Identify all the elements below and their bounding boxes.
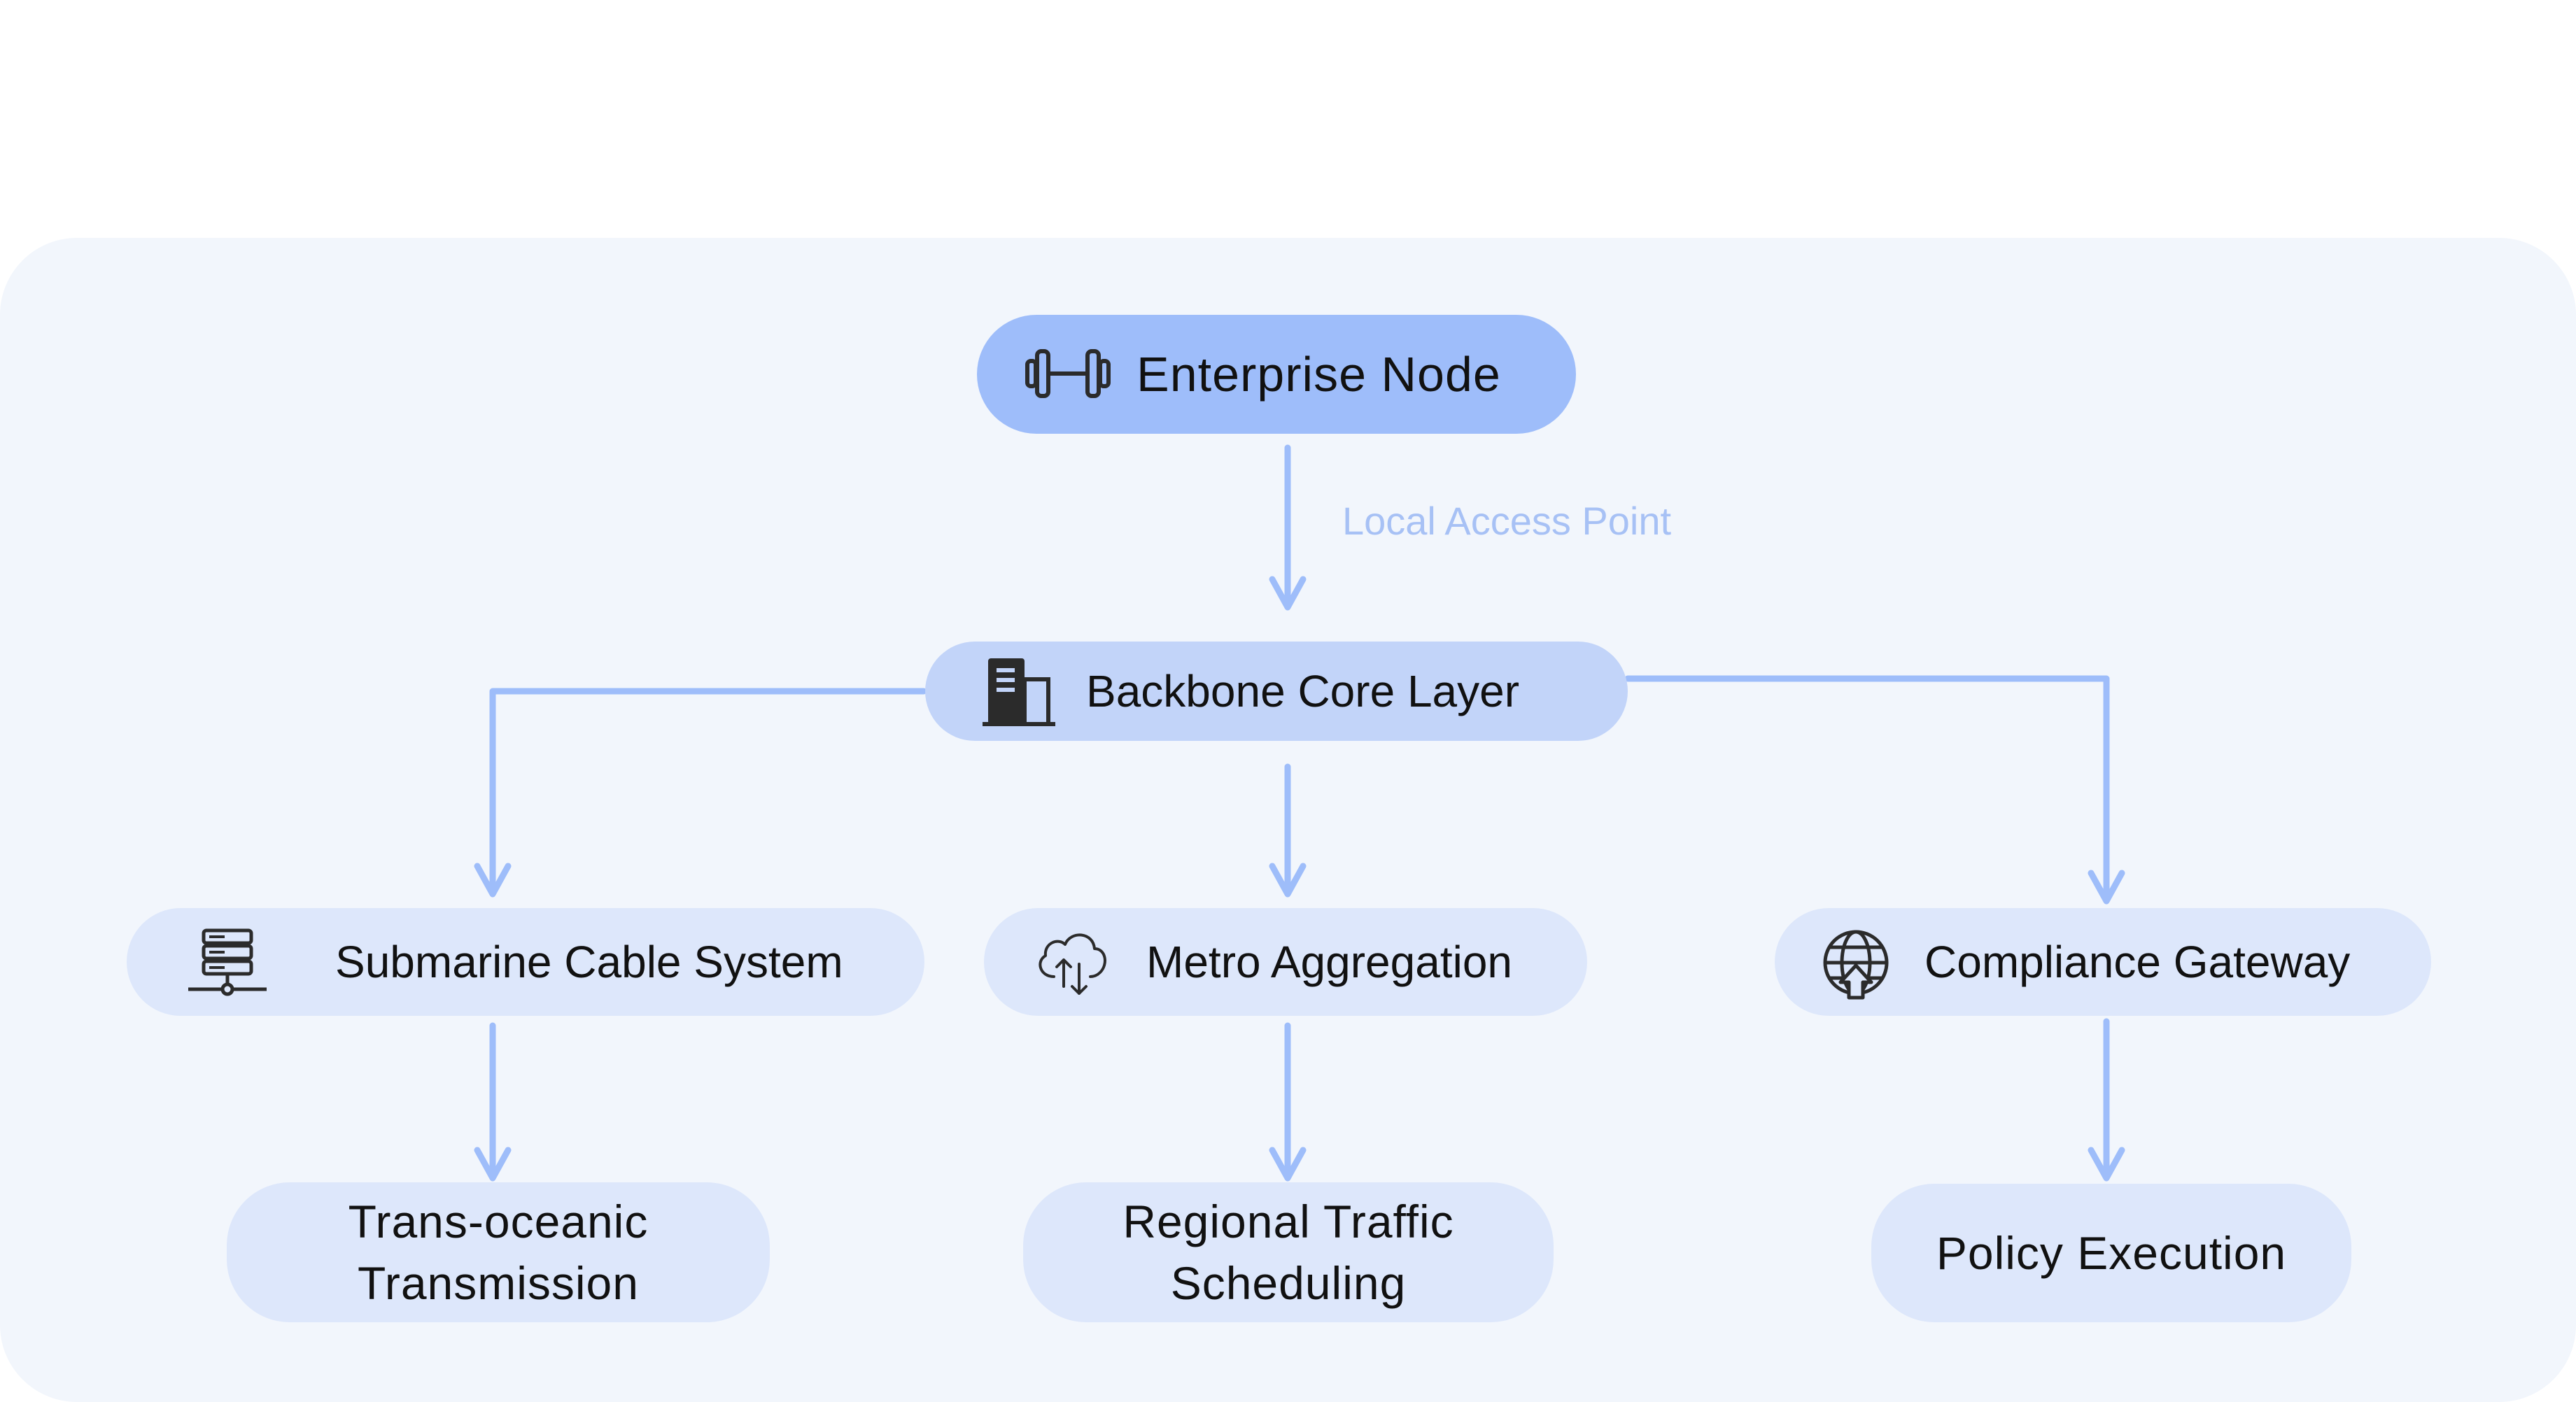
building-icon — [983, 658, 1055, 726]
arrowhead-policy — [2088, 1147, 2125, 1182]
cloud-sync-icon — [1039, 933, 1106, 995]
arrowhead-metro — [1269, 863, 1307, 898]
edge-label-local-access-point: Local Access Point — [1342, 499, 1672, 543]
globe-upload-icon — [1823, 930, 1889, 1000]
submarine-cable-system-node[interactable]: Submarine Cable System — [127, 908, 924, 1016]
arrowhead-submarine — [474, 863, 512, 898]
enterprise-node-label: Enterprise Node — [1136, 347, 1501, 402]
backbone-core-layer-label: Backbone Core Layer — [1086, 666, 1520, 716]
enterprise-node[interactable]: Enterprise Node — [977, 315, 1576, 434]
arrowhead-backbone — [1269, 576, 1307, 611]
regional-traffic-scheduling-label: Regional Traffic Scheduling — [1122, 1196, 1454, 1309]
server-network-icon — [188, 928, 267, 996]
trans-oceanic-transmission-node[interactable]: Trans-oceanic Transmission — [227, 1182, 770, 1322]
edge-backbone-submarine — [489, 688, 927, 892]
compliance-gateway-label: Compliance Gateway — [1924, 937, 2351, 987]
dumbbell-icon — [1025, 349, 1111, 398]
compliance-gateway-node[interactable]: Compliance Gateway — [1775, 908, 2431, 1016]
arrowhead-transoceanic — [474, 1147, 512, 1182]
arrowhead-compliance — [2088, 870, 2125, 905]
trans-oceanic-transmission-label: Trans-oceanic Transmission — [348, 1196, 649, 1309]
policy-execution-node[interactable]: Policy Execution — [1871, 1184, 2351, 1322]
backbone-core-layer-node[interactable]: Backbone Core Layer — [925, 642, 1628, 741]
policy-execution-label: Policy Execution — [1936, 1227, 2287, 1279]
metro-aggregation-label: Metro Aggregation — [1146, 937, 1512, 987]
arrowhead-regional — [1269, 1147, 1307, 1182]
edge-backbone-compliance — [1624, 675, 2110, 899]
metro-aggregation-node[interactable]: Metro Aggregation — [984, 908, 1587, 1016]
regional-traffic-scheduling-node[interactable]: Regional Traffic Scheduling — [1023, 1182, 1554, 1322]
submarine-cable-system-label: Submarine Cable System — [335, 937, 843, 987]
